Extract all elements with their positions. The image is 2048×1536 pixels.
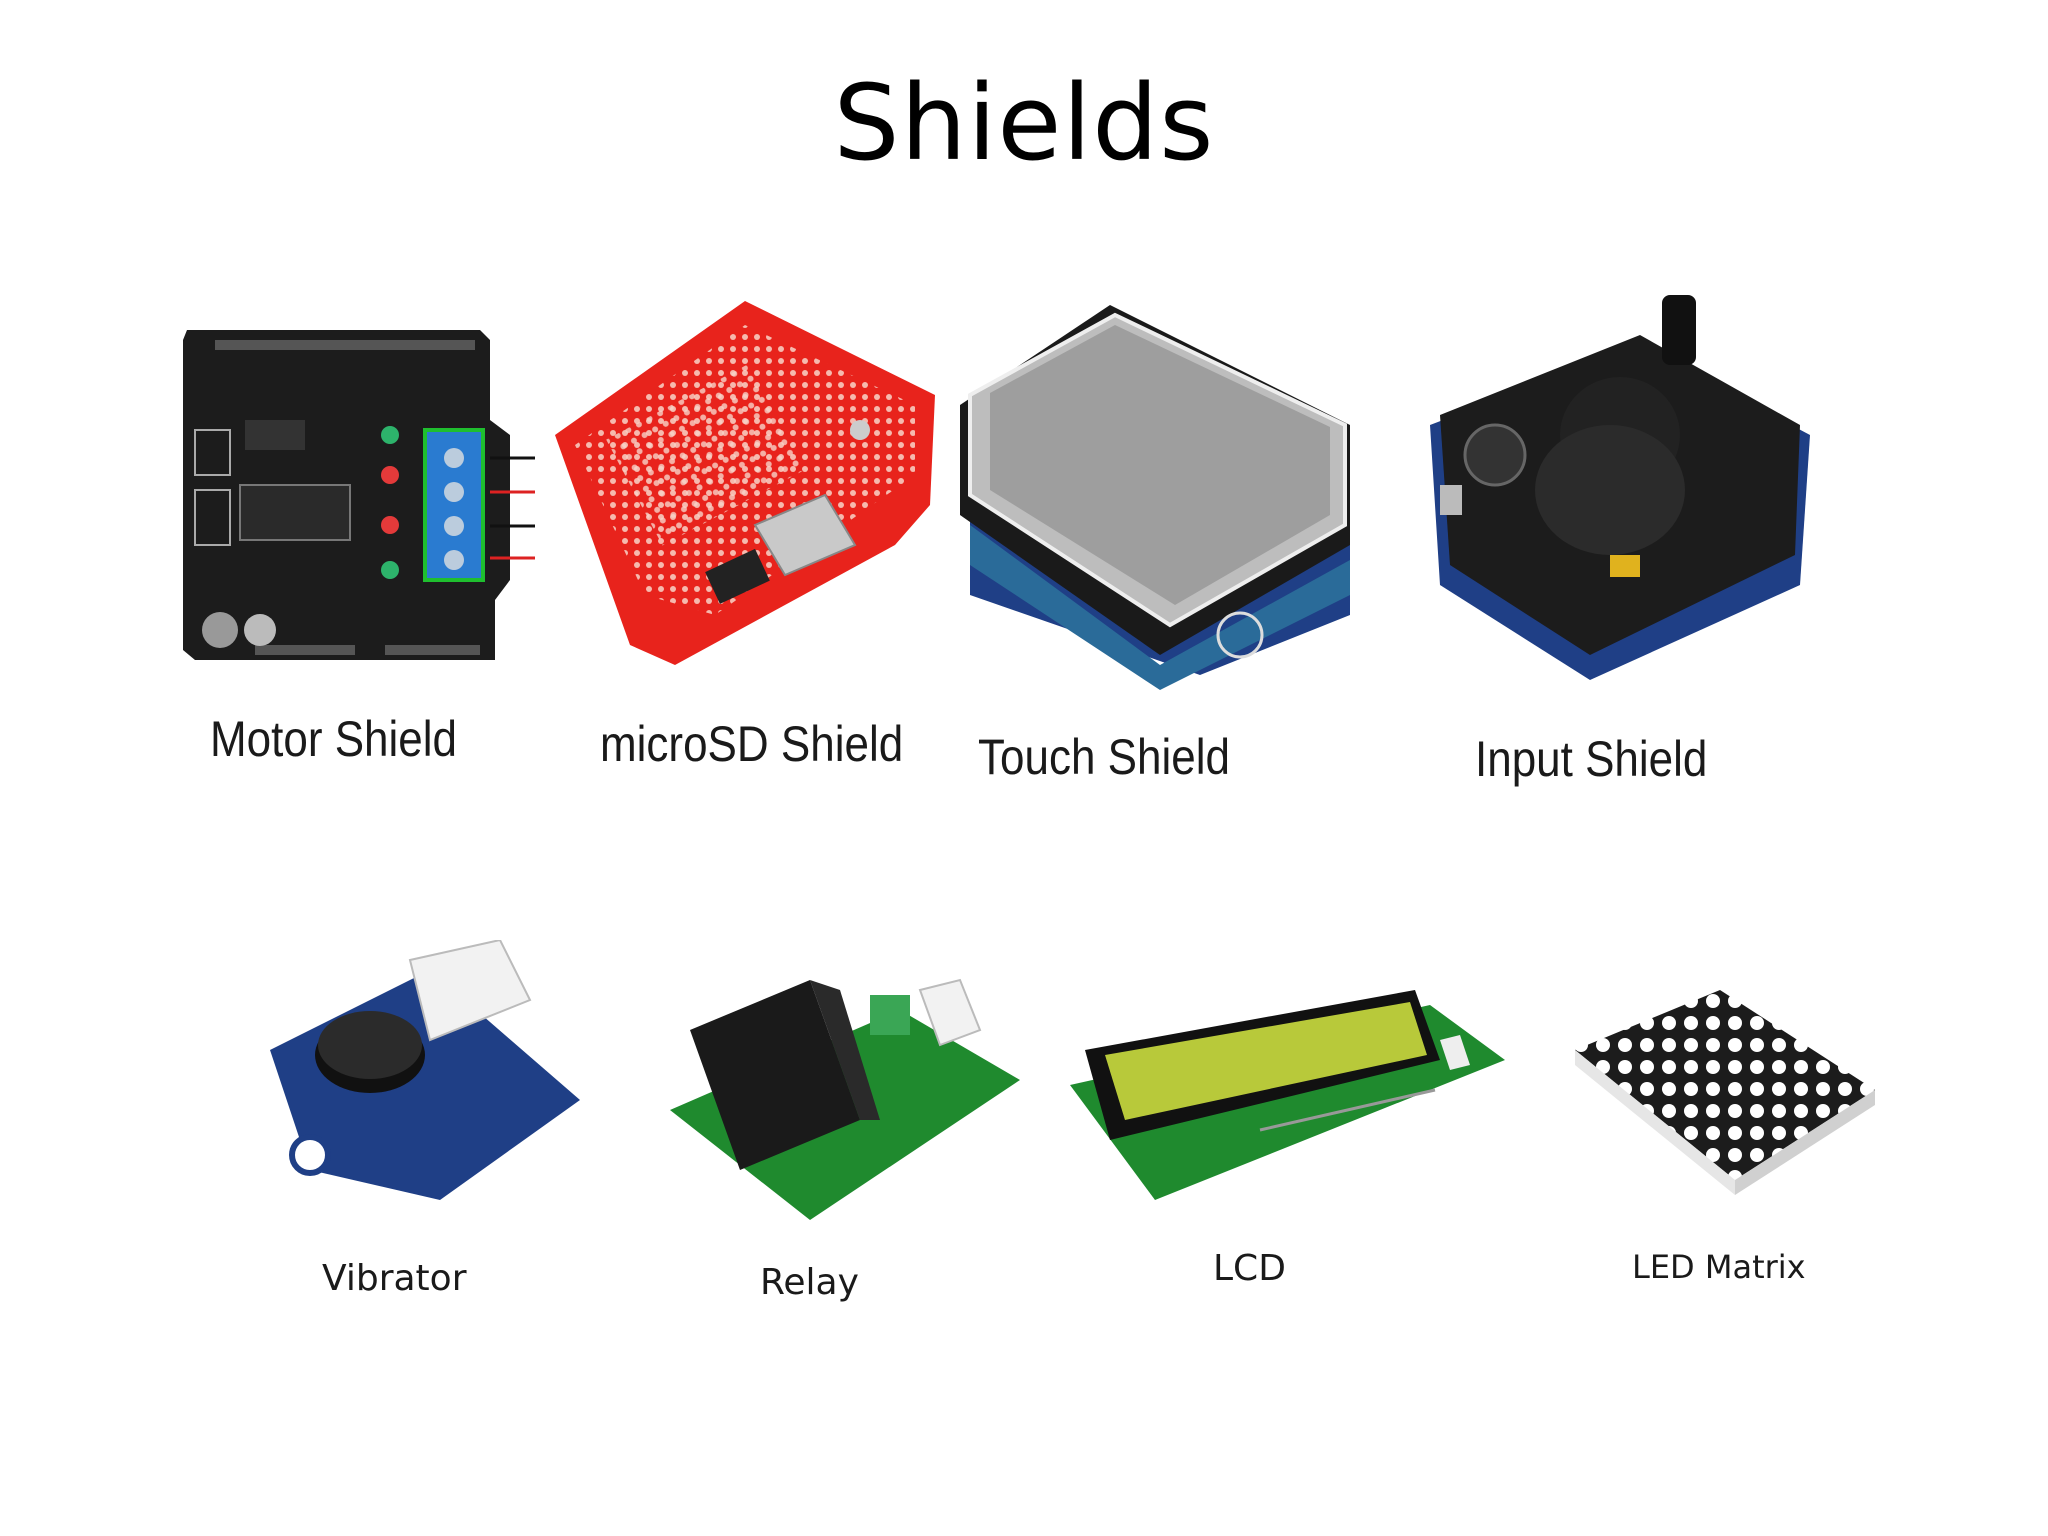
motor-shield: Motor Shield <box>155 300 545 767</box>
module-label: LCD <box>1213 1248 1286 1289</box>
relay-module-icon <box>670 978 1020 1220</box>
slide-title: Shields <box>833 62 1215 184</box>
shield-label: microSD Shield <box>600 716 904 772</box>
led-matrix-module: LED Matrix <box>1570 990 1890 1290</box>
shield-label: Input Shield <box>1475 731 1708 787</box>
shield-label: Motor Shield <box>210 711 458 767</box>
input-shield: Input Shield <box>1400 285 1820 787</box>
input-shield-board-icon <box>1430 295 1810 680</box>
touch-shield: Touch Shield <box>950 295 1370 785</box>
lcd-module: LCD <box>1065 990 1505 1300</box>
module-label: LED Matrix <box>1632 1248 1806 1286</box>
microsd-shield: microSD Shield <box>535 295 955 772</box>
motor-shield-board-icon <box>183 330 535 660</box>
microsd-shield-board-icon <box>555 301 935 665</box>
module-label: Vibrator <box>322 1258 467 1299</box>
relay-module: Relay <box>660 970 1040 1315</box>
shield-label: Touch Shield <box>978 729 1230 785</box>
touch-shield-board-icon <box>960 305 1350 690</box>
led-matrix-module-icon <box>1575 990 1875 1195</box>
lcd-module-icon <box>1070 990 1505 1200</box>
module-label: Relay <box>760 1262 859 1303</box>
vibrator-module: Vibrator <box>260 940 590 1310</box>
vibrator-module-icon <box>270 940 580 1200</box>
